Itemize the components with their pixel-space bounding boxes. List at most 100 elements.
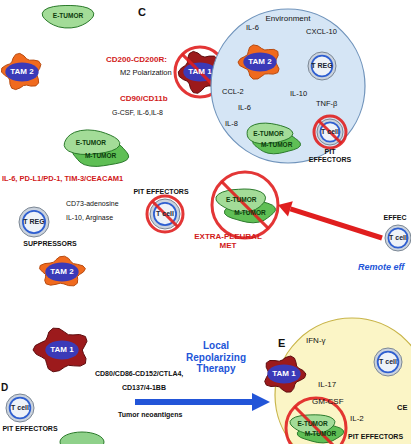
cell-body <box>42 6 93 28</box>
cell-label: E-TUMOR <box>297 420 327 427</box>
annotation-label: Remote eff <box>358 262 404 272</box>
t-cell: T cellPIT EFFECTORS <box>149 198 181 230</box>
annotation-label: IL-6 <box>238 104 251 113</box>
cell-nucleus <box>5 63 38 82</box>
cell-shape <box>214 187 276 223</box>
environment-outline <box>211 9 365 163</box>
cell-label: TAM 2 <box>10 68 33 77</box>
cell-shape <box>243 122 301 154</box>
cell-body <box>374 348 402 376</box>
cell-label: TAM 2 <box>248 58 271 67</box>
annotation-label: GM-CSF <box>312 397 344 406</box>
annotation-label: IL-10 <box>290 90 307 99</box>
cell-body <box>385 225 411 251</box>
cell-label: M-TUMOR <box>305 430 336 437</box>
cell-label: T cell <box>321 128 339 136</box>
cell-label: T cell <box>11 404 29 412</box>
t-cell: T REG <box>307 51 337 81</box>
prohibition-bar <box>152 201 177 226</box>
annotation-label: TNF-β <box>316 100 337 109</box>
cell-body <box>6 394 34 422</box>
prohibition-bar <box>295 407 337 444</box>
cell-label: TAM 1 <box>272 370 295 379</box>
tumor-cell: E-TUMOR <box>40 3 96 29</box>
cell-body <box>2 53 41 89</box>
macrophage-cell: TAM 2 <box>0 52 44 92</box>
arrow-shaft <box>290 209 382 238</box>
panel-letter: E <box>278 337 285 349</box>
panel-letter: C <box>138 6 146 18</box>
cell-nucleus <box>243 53 276 72</box>
prohibition-ring <box>314 116 346 148</box>
cell-caption: SUPPRESSORS <box>23 240 76 248</box>
cell-nucleus <box>267 365 300 384</box>
annotation-label: M2 Polarization <box>120 69 172 78</box>
arrow-head <box>278 201 293 216</box>
cell-label: TAM 1 <box>50 346 73 355</box>
annotation-label: IFN-γ <box>306 336 326 345</box>
cell-body <box>317 119 343 145</box>
cell-caption: PIT EFFECTORS <box>133 188 188 196</box>
prohibition-ring <box>212 172 278 238</box>
tumor-cell-fragment <box>60 432 104 444</box>
cell-shape <box>60 129 130 167</box>
cell-label: E-TUMOR <box>76 139 106 146</box>
annotation-label: CD137/4-1BB <box>122 384 166 392</box>
annotation-label: CD80/CD86-CD152/CTLA4, <box>95 370 183 378</box>
cell-body <box>64 130 120 155</box>
cell-label: E-TUMOR <box>226 196 256 203</box>
annotation-label: G-CSF, IL-6,IL-8 <box>112 109 163 117</box>
annotation-label: CE <box>397 404 407 413</box>
annotation-label: D <box>1 382 8 394</box>
cell-label: T cell <box>156 210 174 218</box>
prohibition-ring <box>286 398 346 444</box>
macrophage-cell: TAM 1 <box>261 354 307 394</box>
annotation-label: IL-2 <box>350 414 364 423</box>
annotation-label: PIT EFFECTORS <box>348 433 403 441</box>
therapy-arrow <box>135 393 270 411</box>
macrophage-cell: TAM 2 <box>237 43 283 81</box>
arrow-head <box>252 393 270 411</box>
cell-shape <box>288 413 344 443</box>
tumor-cell: E-TUMOR M-TUMOR <box>60 129 130 167</box>
environment-circle: CEnvironmentTAM 2T REGE-TUMORM-TUMORT ce… <box>210 8 366 164</box>
macrophage-cell: TAM 1 <box>32 326 92 374</box>
t-cell: T REGSUPPRESSORS <box>18 206 50 238</box>
cell-label: TAM 1 <box>188 68 211 77</box>
annotation-label: CCL-2 <box>222 88 244 97</box>
annotation-label: CXCL-10 <box>306 28 337 37</box>
cell-body <box>60 432 104 444</box>
cell-caption: EFFEC <box>384 214 407 222</box>
annotation-label: IL-6 <box>246 24 259 33</box>
annotation-label: Tumor neoantigens <box>118 411 182 419</box>
cell-body <box>238 45 279 79</box>
annotation-label: CD73-adenosine <box>66 200 119 208</box>
cell-caption: PIT EFFECTORS <box>307 148 353 163</box>
t-cell: T cellPIT EFFECTORS <box>316 118 344 146</box>
cell-label: TAM 2 <box>50 268 73 277</box>
cell-nucleus <box>378 352 399 373</box>
cell-label: M-TUMOR <box>85 152 116 159</box>
cell-label: T cell <box>389 234 407 242</box>
prohibition-bar <box>222 182 269 229</box>
cell-label: E-TUMOR <box>53 12 83 19</box>
annotation-label: EXTRA-PLEURAL MET <box>192 232 264 250</box>
prohibition-bar <box>319 121 342 144</box>
annotation-label: Local Repolarizing Therapy <box>172 340 260 375</box>
cell-nucleus <box>23 211 45 233</box>
cell-caption: PIT EFFECTORS <box>2 425 57 433</box>
cell-label: E-TUMOR <box>253 130 283 137</box>
cell-body <box>33 328 87 372</box>
cell-label: T cell <box>379 358 397 366</box>
cell-nucleus <box>388 228 407 247</box>
t-cell: T cellEFFEC <box>384 224 411 252</box>
cell-body <box>40 256 86 286</box>
t-cell: T cell <box>373 347 403 377</box>
cell-body <box>247 123 293 144</box>
environment-circle: E TAM 1 E-TUMOR M-TUMOR T cell <box>274 317 411 444</box>
annotation-label: IL-6, PD-L1/PD-1, TIM-3/CEACAM1 <box>2 175 123 184</box>
t-cell: T cellPIT EFFECTORS <box>5 393 35 423</box>
cell-body <box>19 207 49 237</box>
annotation-label: IL-8 <box>225 120 238 129</box>
